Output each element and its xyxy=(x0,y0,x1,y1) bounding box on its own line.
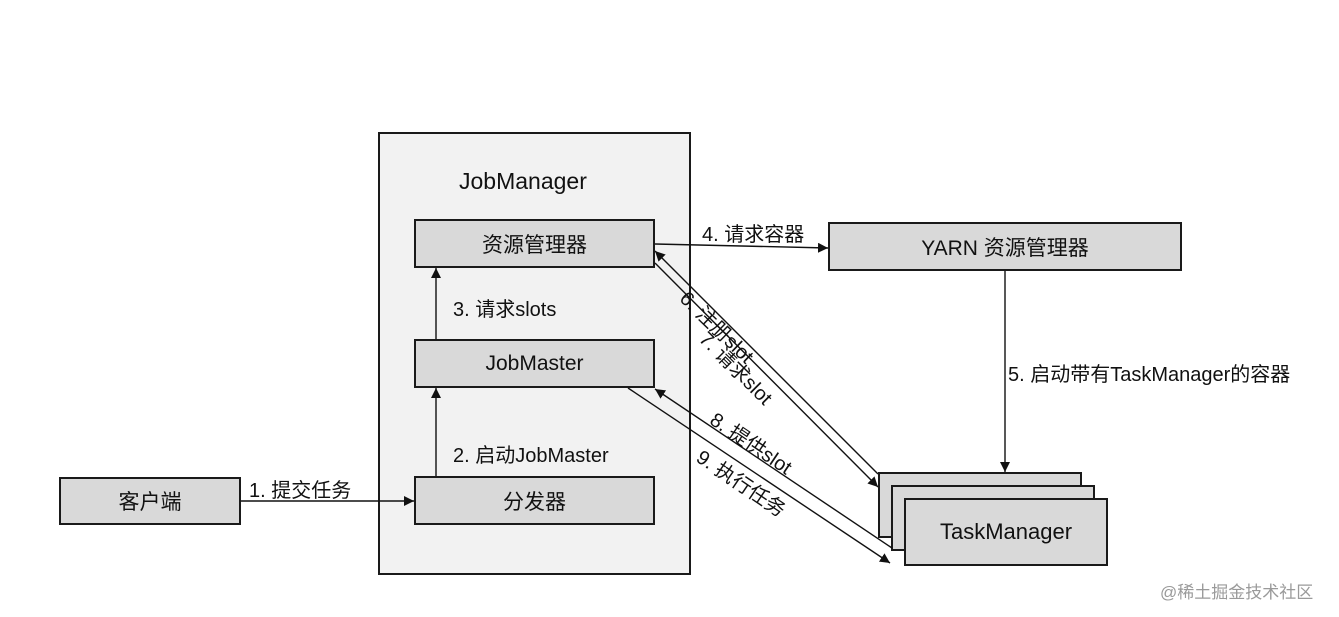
taskmanager-box: TaskManager xyxy=(904,498,1108,566)
step-1-label: 1. 提交任务 xyxy=(249,480,352,502)
resource-manager-box: 资源管理器 xyxy=(414,219,655,268)
dispatcher-box: 分发器 xyxy=(414,476,655,525)
arrow-request-slot xyxy=(654,262,879,488)
step-2-label: 2. 启动JobMaster xyxy=(453,445,609,467)
arrow-offer-slot xyxy=(654,388,893,549)
yarn-resource-manager-box: YARN 资源管理器 xyxy=(828,222,1182,271)
jobmaster-box: JobMaster xyxy=(414,339,655,388)
jobmanager-title: JobManager xyxy=(459,168,587,194)
client-box: 客户端 xyxy=(59,477,241,525)
watermark: @稀土掘金技术社区 xyxy=(1160,583,1314,602)
step-4-label: 4. 请求容器 xyxy=(702,224,805,246)
step-5-label: 5. 启动带有TaskManager的容器 xyxy=(1008,364,1291,386)
arrow-register-slot xyxy=(654,250,879,475)
arrow-execute-task xyxy=(627,387,891,564)
step-3-label: 3. 请求slots xyxy=(453,299,557,321)
arrow-request-container xyxy=(654,242,829,253)
